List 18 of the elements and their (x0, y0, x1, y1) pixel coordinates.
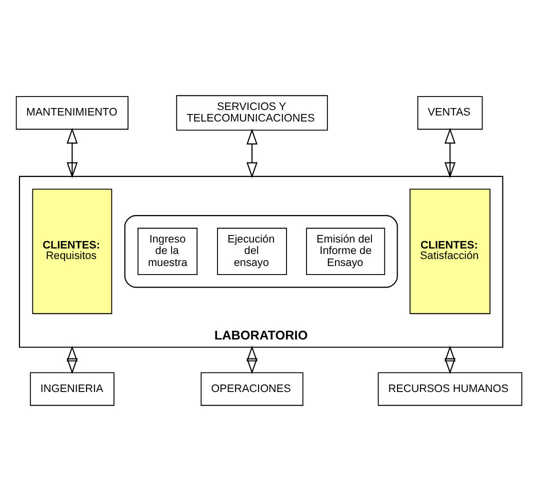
node-box: MANTENIMIENTO (16, 96, 128, 130)
node-box: VENTAS (417, 96, 483, 130)
node-box: CLIENTES: Requisitos (32, 188, 112, 314)
arrow (246, 128, 258, 178)
cluster (124, 214, 398, 288)
node-box: Ingreso de la muestra (138, 228, 198, 276)
node-box: INGENIERIA (30, 372, 114, 406)
arrow (246, 346, 258, 374)
node-box: SERVICIOS Y TELECOMUNICACIONES (176, 95, 328, 131)
node-box: OPERACIONES (200, 372, 304, 406)
node-box: Ejecución del ensayo (217, 228, 287, 276)
arrow (444, 128, 456, 178)
arrow (66, 128, 78, 178)
arrow (66, 346, 78, 374)
node-box: RECURSOS HUMANOS (378, 372, 522, 406)
node-box: Emisión del Informe de Ensayo (306, 228, 386, 276)
arrow (444, 346, 456, 374)
node-box: CLIENTES: Satisfacción (410, 188, 490, 314)
